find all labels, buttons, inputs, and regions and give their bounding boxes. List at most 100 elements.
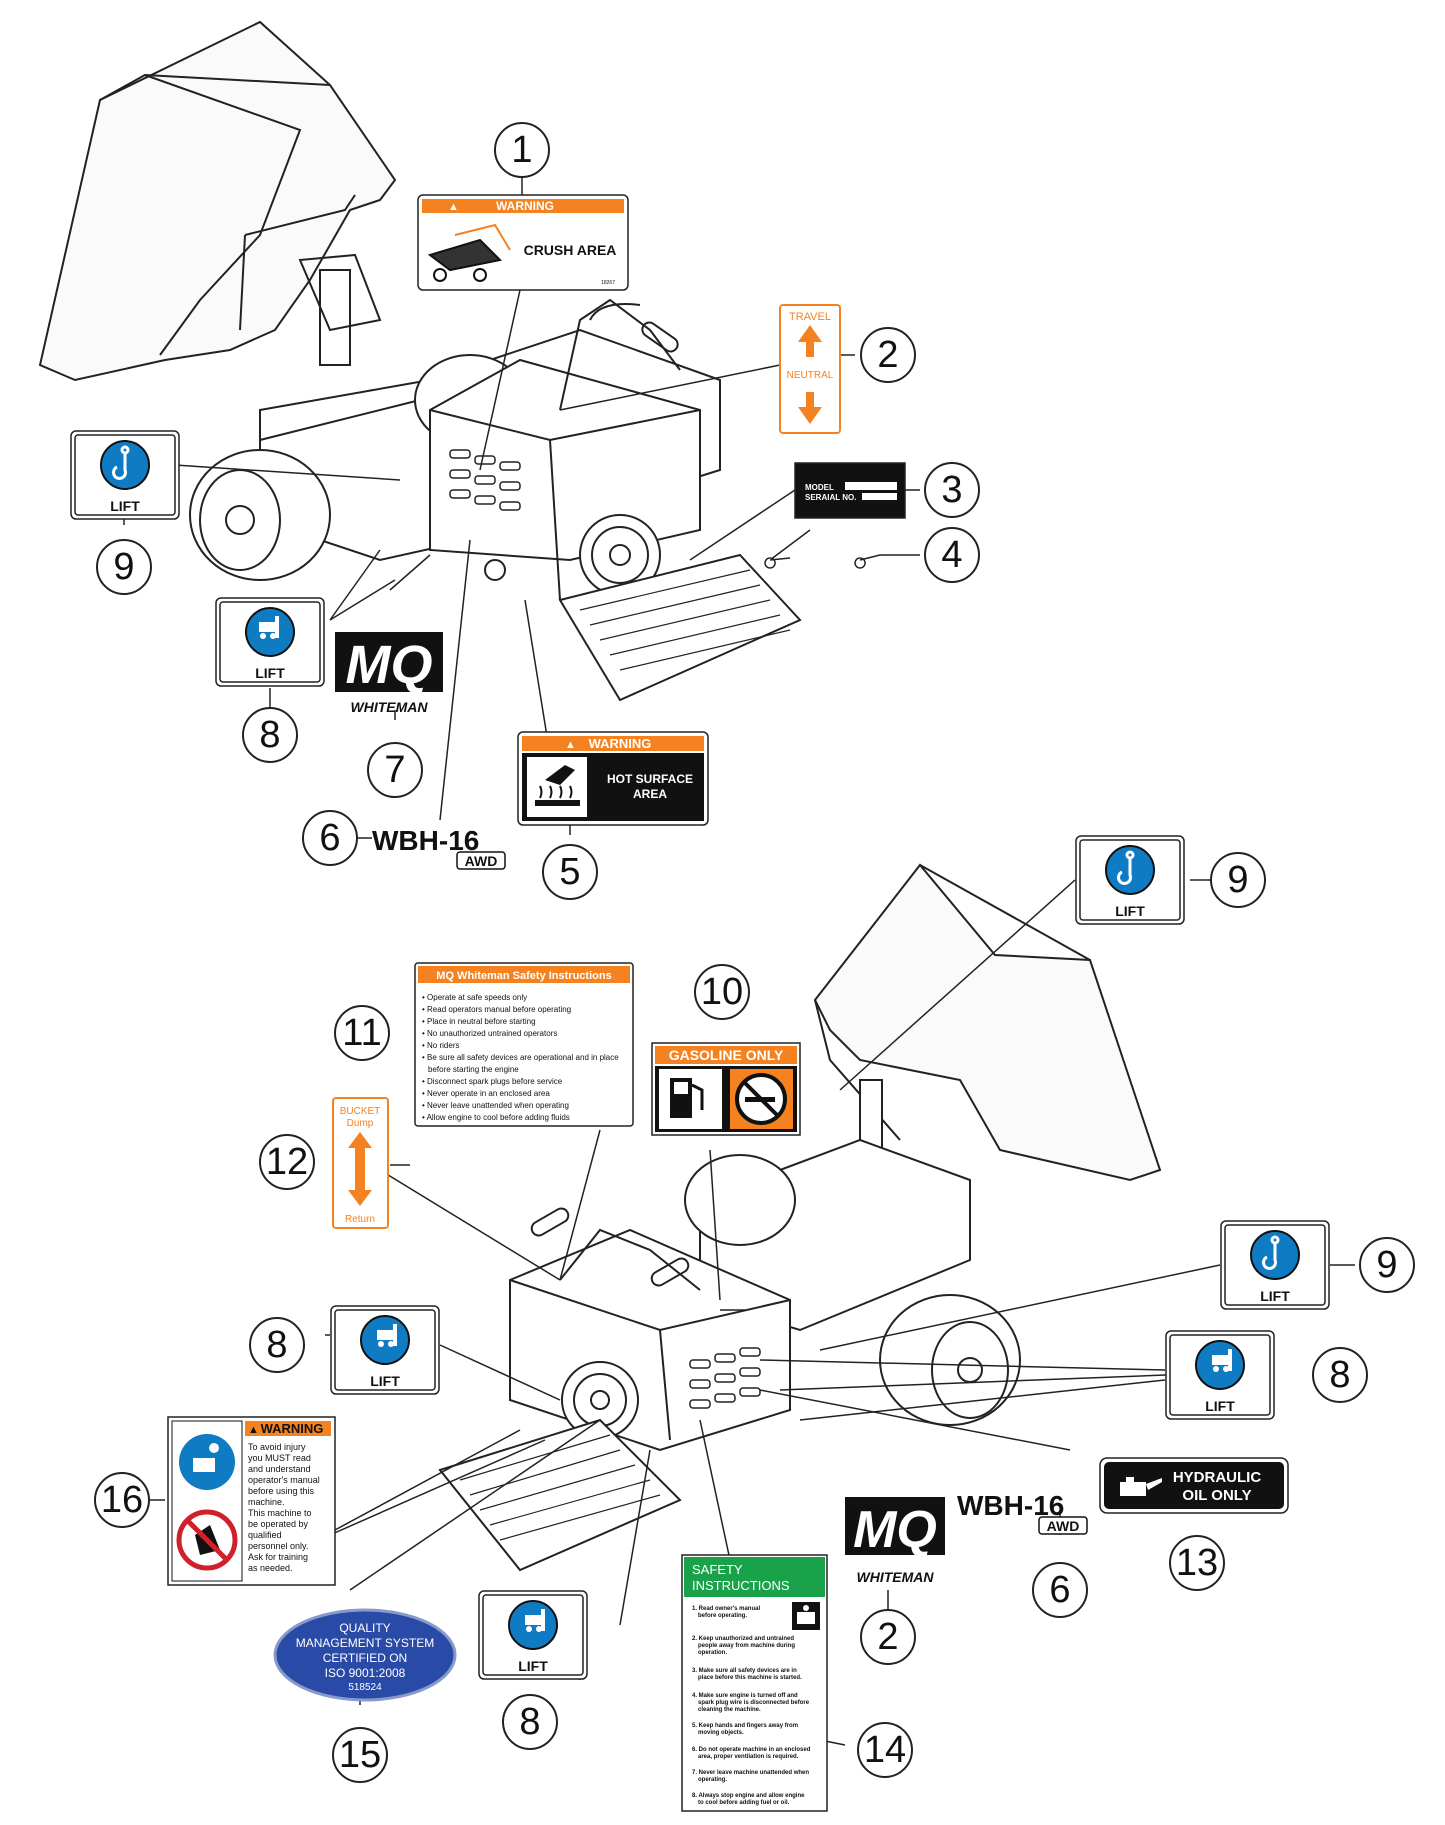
model-label: MODEL — [805, 483, 834, 492]
decal-gasoline-only: GASOLINE ONLY — [651, 1042, 801, 1136]
whiteman-text: WHITEMAN — [857, 1569, 935, 1585]
callout-number: 8 — [519, 1701, 540, 1743]
decal-lift-hook-top: LIFT — [70, 430, 180, 520]
callout-14-circle — [857, 1722, 913, 1778]
hook-icon — [1262, 1235, 1280, 1270]
callout-number: 8 — [266, 1324, 287, 1366]
decal-hydraulic-oil: HYDRAULIC OIL ONLY — [1099, 1457, 1289, 1514]
callout-7-circle — [367, 742, 423, 798]
decal-mq-logo-top: MQ WHITEMAN — [335, 632, 443, 715]
warning-line: as needed. — [248, 1563, 293, 1573]
callout-number: 1 — [511, 129, 532, 171]
decal-lift-forklift-top: LIFT — [215, 597, 325, 687]
crush-pictogram-icon — [427, 223, 511, 282]
safety-line: operating. — [698, 1777, 727, 1783]
safety-item: • No riders — [422, 1041, 459, 1050]
callout-9b-circle — [1210, 852, 1266, 908]
decal-serial-plate: MODEL SERAIAL NO. — [794, 462, 906, 519]
lift-text: LIFT — [255, 665, 285, 681]
callout-10-circle — [694, 964, 750, 1020]
lift-text: LIFT — [110, 498, 140, 514]
safety-line: before operating. — [698, 1613, 747, 1619]
iso-line4: ISO 9001:2008 — [325, 1666, 406, 1680]
forklift-icon — [377, 1324, 397, 1347]
warning-header: WARNING — [496, 199, 554, 213]
warning-triangle-icon: ▲ — [248, 1424, 259, 1436]
decal-warning-manual: WARNING ▲ To avoid injury you MUST read … — [167, 1416, 336, 1586]
machine-bottom-illustration — [438, 863, 1162, 1572]
lift-text: LIFT — [1260, 1288, 1290, 1304]
safety-line: place before this machine is started. — [698, 1675, 802, 1681]
callout-number: 2 — [877, 334, 898, 376]
safety-item: • No unauthorized untrained operators — [422, 1029, 557, 1038]
safety-line: spark plug wire is disconnected before — [698, 1700, 810, 1706]
decal-hot-surface: WARNING ▲ HOT SURFACE AREA — [517, 731, 709, 826]
machine-top-illustration — [38, 20, 802, 702]
iso-line2: MANAGEMENT SYSTEM — [296, 1636, 434, 1650]
bucket-label: BUCKET — [340, 1106, 381, 1117]
callout-number: 9 — [1376, 1244, 1397, 1286]
read-manual-icon — [792, 1602, 820, 1630]
callout-number: 15 — [339, 1734, 381, 1776]
callout-number: 12 — [266, 1141, 308, 1183]
decal-lift-hook-right-upper: LIFT — [1075, 835, 1185, 925]
forklift-icon — [259, 616, 279, 639]
warning-line: operator's manual — [248, 1475, 320, 1485]
safety-line: to cool before adding fuel or oil. — [698, 1800, 790, 1806]
callout-number: 4 — [941, 534, 962, 576]
callout-number: 14 — [864, 1729, 906, 1771]
arrow-up-icon — [798, 325, 822, 357]
decal-safety-instructions-orange: MQ Whiteman Safety Instructions • Operat… — [414, 962, 634, 1127]
warning-triangle-icon: ▲ — [565, 739, 576, 751]
decal-iso-certification: QUALITY MANAGEMENT SYSTEM CERTIFIED ON I… — [273, 1608, 457, 1702]
safety-item: • Allow engine to cool before adding flu… — [422, 1113, 570, 1122]
callout-number: 11 — [342, 1012, 381, 1054]
callout-number: 8 — [1329, 1354, 1350, 1396]
safety-line: 6. Do not operate machine in an enclosed — [692, 1747, 811, 1753]
callout-6a-circle — [302, 810, 358, 866]
neutral-label: NEUTRAL — [787, 370, 834, 381]
callout-number: 8 — [259, 714, 280, 756]
oil-only-text: OIL ONLY — [1182, 1487, 1251, 1504]
decal-safety-instructions-green: SAFETY INSTRUCTIONS 1. Read owner's manu… — [681, 1554, 828, 1812]
safety-item: • Be sure all safety devices are operati… — [422, 1053, 619, 1062]
safety-line: 8. Always stop engine and allow engine — [692, 1793, 805, 1799]
warning-header: WARNING — [261, 1421, 324, 1436]
hook-icon — [1117, 850, 1135, 885]
fuel-pump-icon — [670, 1078, 704, 1118]
callout-2b-circle — [860, 1609, 916, 1665]
decal-lift-forklift-right: LIFT — [1165, 1330, 1275, 1420]
gasoline-header: GASOLINE ONLY — [669, 1047, 784, 1063]
mq-logo-text: MQ — [853, 1501, 937, 1559]
callout-11-circle — [334, 1005, 390, 1061]
safety-item: • Disconnect spark plugs before service — [422, 1077, 563, 1086]
callout-number: 2 — [877, 1616, 898, 1658]
oil-can-icon — [1120, 1477, 1162, 1496]
callout-3-circle — [924, 462, 980, 518]
callout-8a-circle — [242, 707, 298, 763]
forklift-icon — [525, 1609, 545, 1632]
callout-number: 6 — [319, 817, 340, 859]
safety-title-line1: SAFETY — [692, 1562, 743, 1577]
callout-circles — [94, 122, 1415, 1783]
callout-8c-circle — [249, 1317, 305, 1373]
callout-2-circle — [860, 327, 916, 383]
safety-line: cleaning the machine. — [698, 1707, 761, 1713]
safety-line: 2. Keep unauthorized and untrained — [692, 1636, 794, 1642]
lift-text: LIFT — [518, 1658, 548, 1674]
callout-9a-circle — [96, 539, 152, 595]
callout-1-circle — [494, 122, 550, 178]
safety-line: 3. Make sure all safety devices are in — [692, 1668, 797, 1674]
warning-triangle-icon: ▲ — [448, 201, 459, 213]
crush-area-text: CRUSH AREA — [524, 242, 617, 258]
model-name: WBH-16 — [957, 1490, 1064, 1521]
rivet-icon — [764, 554, 881, 569]
hook-icon — [112, 445, 130, 480]
hydraulic-text: HYDRAULIC — [1173, 1469, 1261, 1486]
callout-number: 6 — [1049, 1569, 1070, 1611]
model-name: WBH-16 — [372, 825, 479, 856]
safety-line: people away from machine during — [698, 1643, 795, 1649]
arrow-down-icon — [798, 392, 822, 424]
decal-lift-forklift-bottom: LIFT — [478, 1590, 588, 1680]
